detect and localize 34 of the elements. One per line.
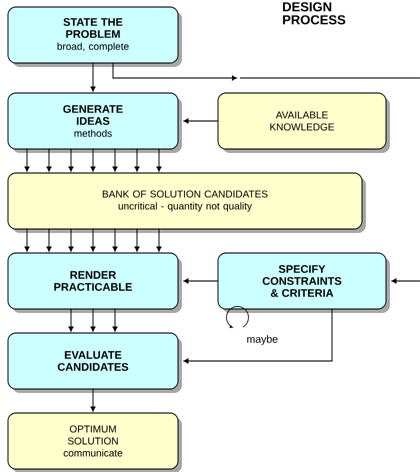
arrow (112, 63, 238, 81)
note-text: maybe (247, 335, 278, 345)
arrow (90, 309, 96, 332)
title: DESIGN PROCESS (283, 2, 346, 24)
info-box: AVAILABLE KNOWLEDGE (218, 92, 390, 153)
info-box: OPTIMUM SOLUTION communicate (8, 412, 182, 472)
arrow (183, 118, 218, 124)
arrow (68, 149, 74, 172)
process-box: SPECIFY CONSTRAINTS & CRITERIA (218, 252, 390, 313)
arrow (24, 149, 30, 172)
arrow (90, 229, 96, 252)
process-box: GENERATE IDEAS methods (8, 92, 182, 153)
arrow (90, 389, 96, 412)
arrow (68, 309, 74, 332)
arrow (156, 229, 162, 252)
process-box: EVALUATE CANDIDATES (8, 332, 182, 393)
arrow (183, 278, 218, 284)
arrow (134, 149, 140, 172)
arrow (90, 149, 96, 172)
arrow (112, 229, 118, 252)
arrow (112, 149, 118, 172)
process-box: STATE THE PROBLEM broad, complete (8, 6, 182, 67)
arrow (391, 278, 420, 284)
arrow (134, 229, 140, 252)
arrow (68, 229, 74, 252)
arrow (112, 309, 118, 332)
arrow (183, 309, 332, 364)
arrow (90, 63, 96, 92)
arrow (46, 229, 52, 252)
arrow (156, 149, 162, 172)
process-box: RENDER PRACTICABLE (8, 252, 182, 313)
arrow (46, 149, 52, 172)
info-box: BANK OF SOLUTION CANDIDATES uncritical - quantity not quality (8, 172, 366, 233)
arrow (24, 229, 30, 252)
